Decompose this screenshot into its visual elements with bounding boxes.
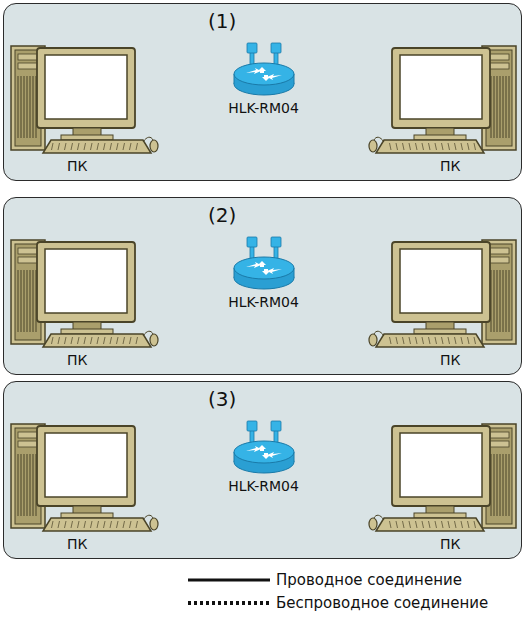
router: HLK-RM04 <box>226 420 301 495</box>
wired-sample-line <box>188 579 270 582</box>
computer-icon <box>368 224 518 350</box>
router-icon <box>232 420 296 476</box>
legend-text: Беспроводное соединение <box>276 594 488 612</box>
computer: ПК <box>368 30 518 175</box>
router-label: HLK-RM04 <box>226 294 301 311</box>
computer-icon <box>368 408 518 534</box>
computer: ПК <box>9 30 159 175</box>
wireless-sample-line <box>188 601 270 605</box>
computer-icon <box>9 224 159 350</box>
computer: ПК <box>368 408 518 553</box>
computer-label: ПК <box>368 352 518 369</box>
router-label: HLK-RM04 <box>226 478 301 495</box>
router-label: HLK-RM04 <box>226 100 301 117</box>
router: HLK-RM04 <box>226 236 301 311</box>
scheme-number: (1) <box>208 10 236 32</box>
router: HLK-RM04 <box>226 42 301 117</box>
computer: ПК <box>368 224 518 369</box>
scheme-number: (3) <box>208 388 236 410</box>
scheme-panel: (1) ПК HLK-RM04ПК <box>3 3 522 181</box>
computer-icon <box>9 30 159 156</box>
computer-label: ПК <box>9 352 159 369</box>
computer-label: ПК <box>368 158 518 175</box>
computer-label: ПК <box>9 158 159 175</box>
router-icon <box>232 236 296 292</box>
legend-text: Проводное соединение <box>276 571 462 589</box>
scheme-number: (2) <box>208 204 236 226</box>
scheme-panel: (2) ПК HLK-RM04ПК <box>3 197 522 375</box>
computer-icon <box>368 30 518 156</box>
computer-label: ПК <box>368 536 518 553</box>
computer: ПК <box>9 224 159 369</box>
scheme-panel: (3) ПК HLK-RM04ПК <box>3 381 522 559</box>
computer: ПК <box>9 408 159 553</box>
computer-icon <box>9 408 159 534</box>
computer-label: ПК <box>9 536 159 553</box>
router-icon <box>232 42 296 98</box>
legend-samples <box>186 570 272 612</box>
